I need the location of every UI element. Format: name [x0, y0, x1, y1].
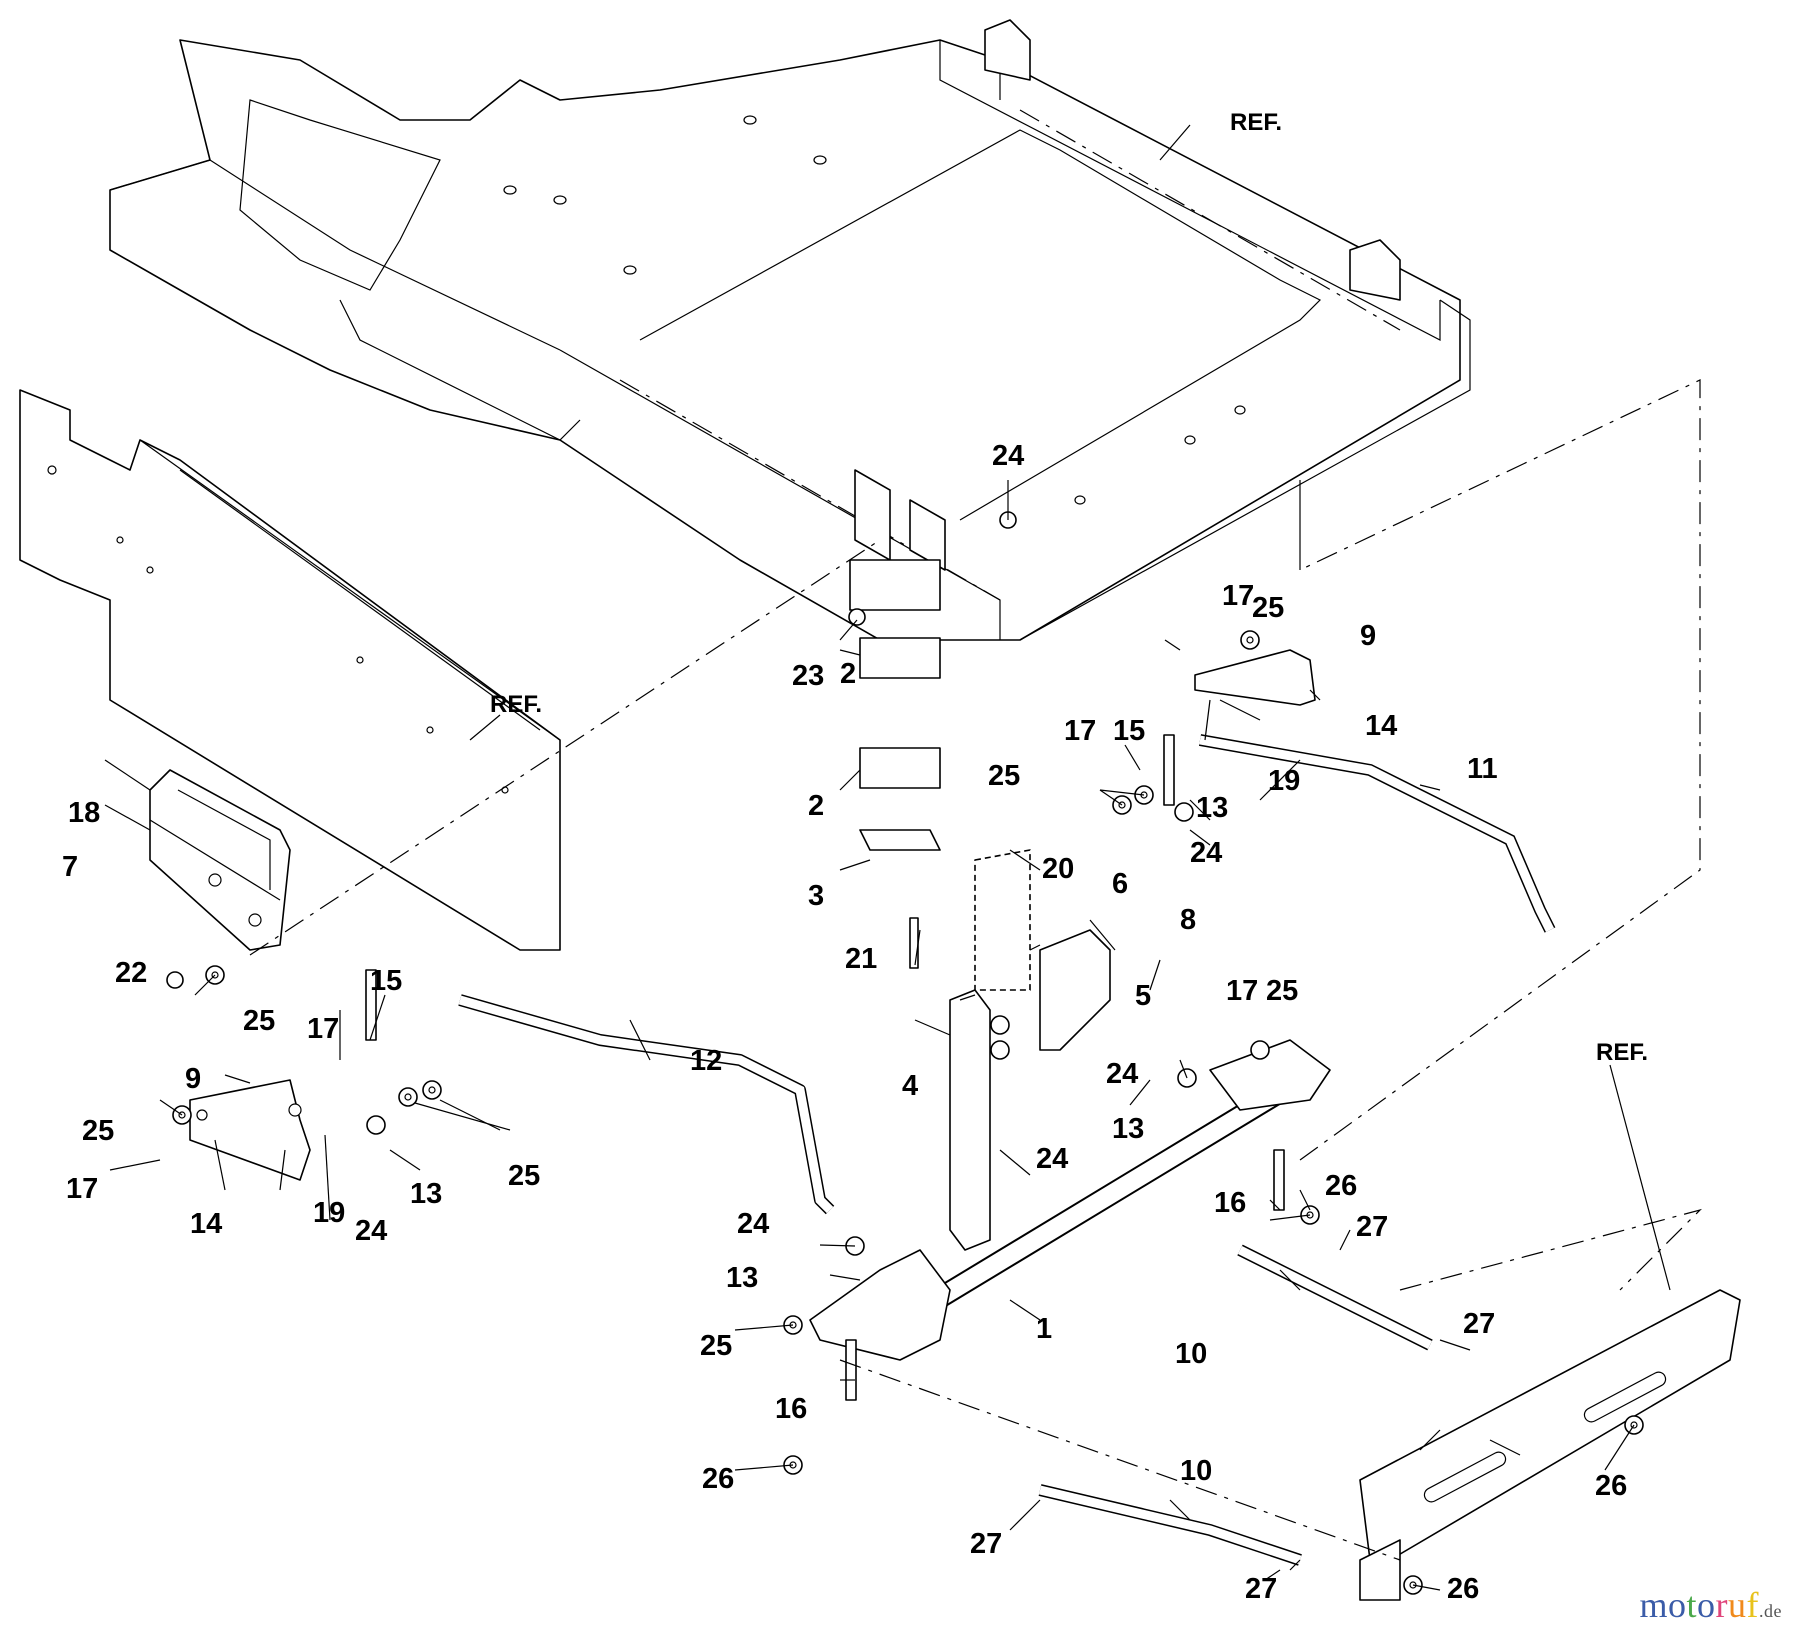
callout-12: 12	[690, 1045, 722, 1077]
callout-24: 24	[355, 1215, 387, 1247]
reference-lines	[249, 379, 1703, 1561]
callout-26: 26	[1595, 1470, 1627, 1502]
callout-8: 8	[1180, 904, 1196, 936]
callout-15: 15	[370, 965, 402, 997]
callout-20: 20	[1042, 853, 1074, 885]
callout-3: 3	[808, 880, 824, 912]
callout-2: 2	[840, 658, 856, 690]
callout-25: 25	[988, 760, 1020, 792]
callout-13: 13	[410, 1178, 442, 1210]
callout-24: 24	[737, 1208, 769, 1240]
callout-26: 26	[1447, 1573, 1479, 1605]
watermark-letter: r	[1715, 1585, 1728, 1625]
callout-24: 24	[992, 440, 1024, 472]
callout-26: 26	[702, 1463, 734, 1495]
callout-9: 9	[1360, 620, 1376, 652]
callout-15: 15	[1113, 715, 1145, 747]
deck-bracket	[1359, 1289, 1741, 1601]
callout-9: 9	[185, 1063, 201, 1095]
ref-label-side-panel: REF.	[490, 691, 542, 718]
callout-26: 26	[1325, 1170, 1357, 1202]
callout-27: 27	[1463, 1308, 1495, 1340]
callout-24: 24	[1036, 1143, 1068, 1175]
callout-14: 14	[1365, 710, 1397, 742]
callout-4: 4	[902, 1070, 918, 1102]
watermark-suffix: .de	[1759, 1601, 1782, 1621]
link-arms	[189, 649, 1316, 1181]
height-adjust-plate	[149, 769, 291, 951]
callout-27: 27	[1356, 1211, 1388, 1243]
watermark-letter: f	[1746, 1585, 1759, 1625]
callout-14: 14	[190, 1208, 222, 1240]
callout-11: 11	[1467, 753, 1498, 785]
callout-25: 25	[243, 1005, 275, 1037]
callout-10: 10	[1175, 1338, 1207, 1370]
lift-lever-assembly	[809, 849, 1331, 1361]
callout-25: 25	[1252, 592, 1284, 624]
callout-25: 25	[82, 1115, 114, 1147]
callout-17: 17	[307, 1013, 339, 1045]
callout-21: 21	[845, 943, 877, 975]
callout-19: 19	[1268, 765, 1300, 797]
ref-label-bracket: REF.	[1596, 1039, 1648, 1066]
watermark-logo: motoruf.de	[1639, 1584, 1782, 1626]
ref-label-frame: REF.	[1230, 109, 1282, 136]
callout-23: 23	[792, 660, 824, 692]
callout-2: 2	[808, 790, 824, 822]
callout-25: 25	[700, 1330, 732, 1362]
side-panel	[19, 389, 561, 951]
callout-24: 24	[1190, 837, 1222, 869]
watermark-letter: t	[1686, 1585, 1697, 1625]
callout-27: 27	[970, 1528, 1002, 1560]
callout-13: 13	[726, 1262, 758, 1294]
callout-24: 24	[1106, 1058, 1138, 1090]
callout-17: 17	[1064, 715, 1096, 747]
callout-labels: REF. REF. REF. 1 2 2 3 4 5 6 7 8 9 9 10 …	[62, 109, 1648, 1605]
hardware	[166, 511, 1644, 1595]
callout-17: 17	[1222, 580, 1254, 612]
callout-17: 17	[66, 1173, 98, 1205]
callout-13: 13	[1196, 792, 1228, 824]
mower-frame	[109, 19, 1471, 641]
watermark-text: motoruf	[1639, 1585, 1759, 1625]
callout-1: 1	[1036, 1313, 1052, 1345]
leader-lines	[104, 124, 1671, 1591]
callout-13: 13	[1112, 1113, 1144, 1145]
watermark-letter: o	[1667, 1585, 1687, 1625]
watermark-letter: m	[1639, 1585, 1668, 1625]
callout-25: 25	[508, 1160, 540, 1192]
callout-6: 6	[1112, 868, 1128, 900]
watermark-letter: o	[1697, 1585, 1716, 1625]
callout-19: 19	[313, 1197, 345, 1229]
callout-18: 18	[68, 797, 100, 829]
callout-22: 22	[115, 957, 147, 989]
callout-25: 25	[1266, 975, 1298, 1007]
watermark-letter: u	[1728, 1585, 1747, 1625]
callout-16: 16	[775, 1393, 807, 1425]
callout-27: 27	[1245, 1573, 1277, 1605]
callout-16: 16	[1214, 1187, 1246, 1219]
callout-10: 10	[1180, 1455, 1212, 1487]
callout-7: 7	[62, 851, 78, 883]
callout-5: 5	[1135, 980, 1151, 1012]
callout-17: 17	[1226, 975, 1258, 1007]
